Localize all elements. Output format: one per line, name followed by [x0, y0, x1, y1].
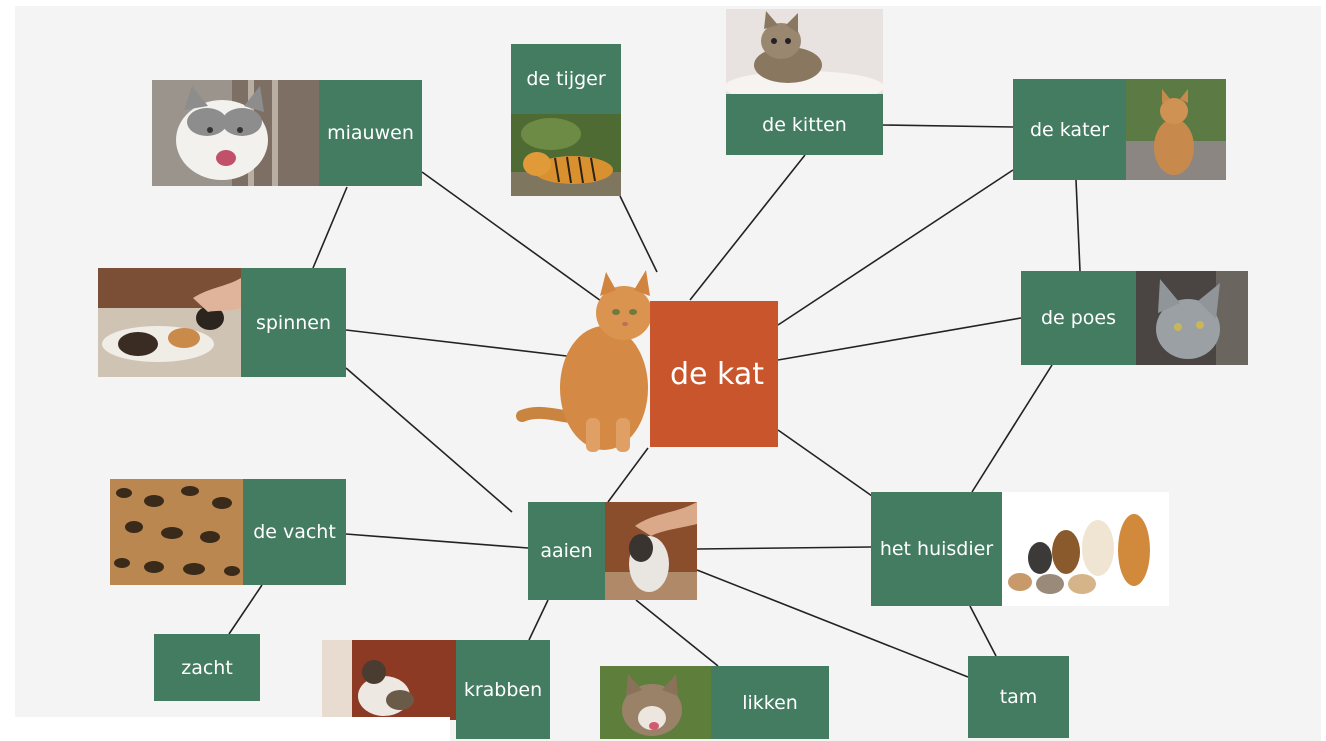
- node-huisdier-label: het huisdier: [879, 538, 994, 560]
- node-tam[interactable]: tam: [968, 656, 1069, 738]
- node-aaien[interactable]: aaien: [528, 502, 605, 600]
- node-poes-label: de poes: [1040, 307, 1117, 329]
- node-de-vacht[interactable]: de vacht: [243, 479, 346, 585]
- petting-cat-photo: [605, 502, 697, 600]
- scratching-cat-photo: [322, 640, 456, 720]
- node-krabben-label: krabben: [463, 678, 543, 701]
- tomcat-photo: [1126, 79, 1226, 180]
- node-het-huisdier[interactable]: het huisdier: [871, 492, 1002, 606]
- node-likken[interactable]: likken: [711, 666, 829, 739]
- node-aaien-label: aaien: [540, 540, 593, 562]
- fur-photo: [110, 479, 243, 585]
- node-krabben[interactable]: krabben: [456, 640, 550, 739]
- pets-group-photo: [1002, 492, 1169, 606]
- node-miauwen-label: miauwen: [327, 122, 414, 144]
- petted-cat-photo: [98, 268, 241, 377]
- center-label: de kat: [669, 356, 765, 392]
- node-spinnen-label: spinnen: [255, 311, 332, 334]
- meowing-cat-photo: [152, 80, 319, 186]
- node-zacht-label: zacht: [181, 656, 233, 679]
- node-de-poes[interactable]: de poes: [1021, 271, 1136, 365]
- node-kater-label: de kater: [1029, 118, 1110, 141]
- node-tijger-label: de tijger: [526, 68, 606, 90]
- node-de-kater[interactable]: de kater: [1013, 79, 1126, 180]
- tiger-photo: [511, 114, 621, 196]
- center-cat-photo: [512, 268, 662, 454]
- node-spinnen[interactable]: spinnen: [241, 268, 346, 377]
- kitten-photo: [726, 9, 883, 94]
- node-vacht-label: de vacht: [253, 521, 336, 543]
- center-node-de-kat[interactable]: de kat: [650, 301, 778, 447]
- licking-cat-photo: [600, 666, 711, 739]
- grey-cat-photo: [1136, 271, 1248, 365]
- node-de-kitten[interactable]: de kitten: [726, 94, 883, 155]
- node-kitten-label: de kitten: [762, 113, 847, 136]
- node-zacht[interactable]: zacht: [154, 634, 260, 701]
- bottom-white-strip: [0, 717, 450, 741]
- node-tam-label: tam: [999, 686, 1038, 708]
- node-likken-label: likken: [742, 691, 798, 714]
- node-de-tijger[interactable]: de tijger: [511, 44, 621, 114]
- node-miauwen[interactable]: miauwen: [319, 80, 422, 186]
